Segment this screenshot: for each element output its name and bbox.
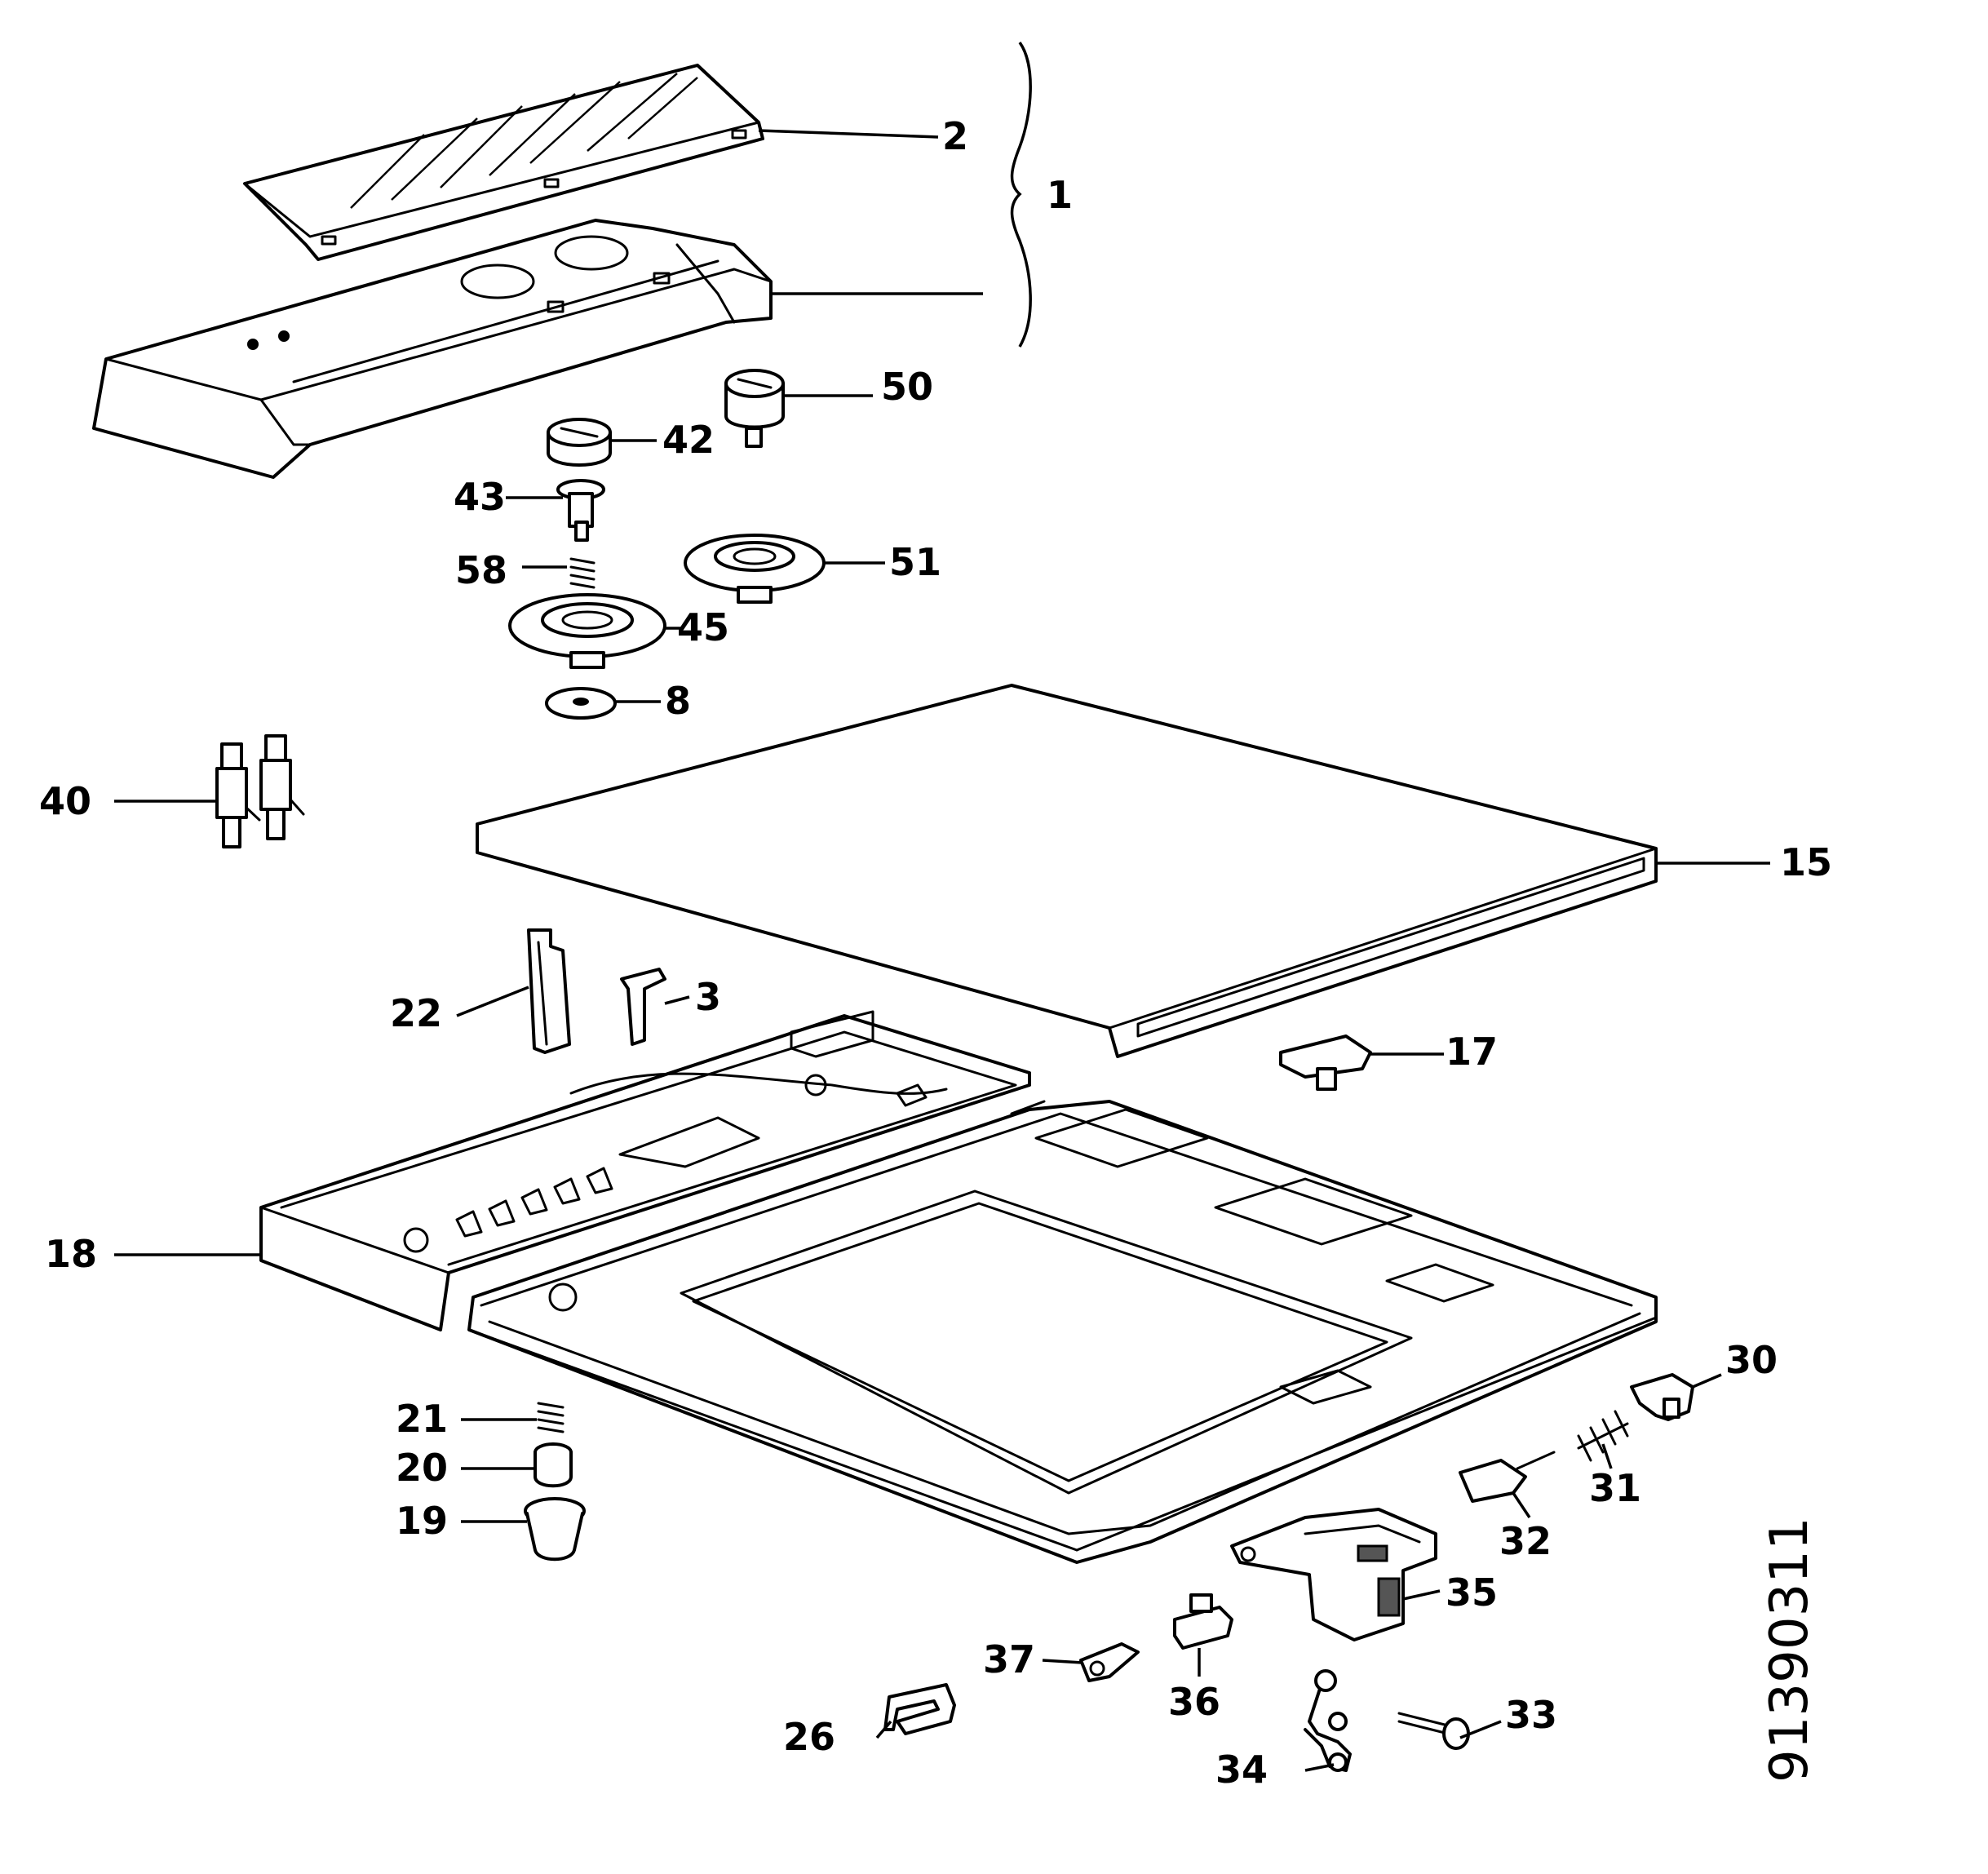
callout-40: 40	[39, 779, 91, 823]
part-26-bracket	[883, 1683, 956, 1735]
callout-labels: 2 1 50 42 43 58 51 45 8 40 15 22 3 17 18…	[39, 114, 1832, 1792]
callout-1: 1	[1047, 173, 1073, 217]
part-3-clip	[620, 968, 666, 1046]
part-2-panel-glass	[243, 64, 764, 261]
callout-51: 51	[889, 540, 941, 584]
callout-35: 35	[1446, 1571, 1498, 1615]
part-15-lid	[476, 684, 1658, 1058]
callout-50: 50	[881, 365, 933, 409]
part-37-clip	[1079, 1642, 1140, 1682]
callout-2: 2	[942, 114, 968, 158]
callout-17: 17	[1446, 1030, 1498, 1074]
part-20-cap	[534, 1442, 573, 1488]
part-50-knob	[724, 369, 785, 448]
callout-31: 31	[1589, 1466, 1641, 1510]
callout-43: 43	[454, 475, 506, 519]
part-17-catch	[1279, 1034, 1372, 1091]
callout-26: 26	[783, 1715, 835, 1759]
callout-18: 18	[45, 1232, 97, 1276]
part-58-spring	[569, 557, 596, 589]
part-33-pin	[1397, 1712, 1470, 1750]
part-51-ring	[684, 534, 826, 604]
part-35-lock	[1230, 1508, 1437, 1641]
callout-32: 32	[1499, 1519, 1552, 1563]
callout-30: 30	[1725, 1338, 1778, 1382]
part-40-switches	[215, 734, 305, 848]
callout-19: 19	[396, 1499, 448, 1543]
assembly-brace	[1010, 41, 1032, 348]
part-32-slider	[1459, 1451, 1556, 1503]
part-43-shaft	[556, 479, 605, 542]
part-30-latch	[1630, 1373, 1694, 1421]
callout-20: 20	[396, 1446, 448, 1490]
callout-34: 34	[1215, 1748, 1268, 1792]
part-36-block	[1173, 1593, 1233, 1650]
drawing-number: 91390311	[1760, 1517, 1820, 1783]
leader-lines	[114, 129, 1770, 1772]
part-42-knob	[547, 418, 612, 467]
callout-3: 3	[695, 975, 721, 1019]
part-19-foot	[524, 1497, 586, 1562]
callout-58: 58	[455, 548, 507, 592]
washer-top-frame	[467, 1100, 1658, 1564]
callout-15: 15	[1780, 840, 1832, 884]
callout-21: 21	[396, 1397, 448, 1441]
part-45-ring	[508, 593, 666, 669]
part-18-rear-tray	[259, 1010, 1031, 1331]
part-8-washer	[545, 687, 617, 720]
callout-8: 8	[665, 679, 691, 723]
callout-42: 42	[662, 418, 715, 462]
callout-37: 37	[983, 1637, 1035, 1681]
callout-33: 33	[1505, 1693, 1557, 1737]
part-22-bracket	[527, 928, 571, 1054]
callout-36: 36	[1168, 1680, 1220, 1724]
callout-45: 45	[677, 605, 729, 649]
callout-22: 22	[390, 991, 442, 1035]
part-1-control-panel	[92, 219, 773, 479]
part-34-lever	[1304, 1669, 1352, 1772]
part-21-spring	[537, 1402, 565, 1433]
part-31-spring	[1577, 1410, 1629, 1462]
